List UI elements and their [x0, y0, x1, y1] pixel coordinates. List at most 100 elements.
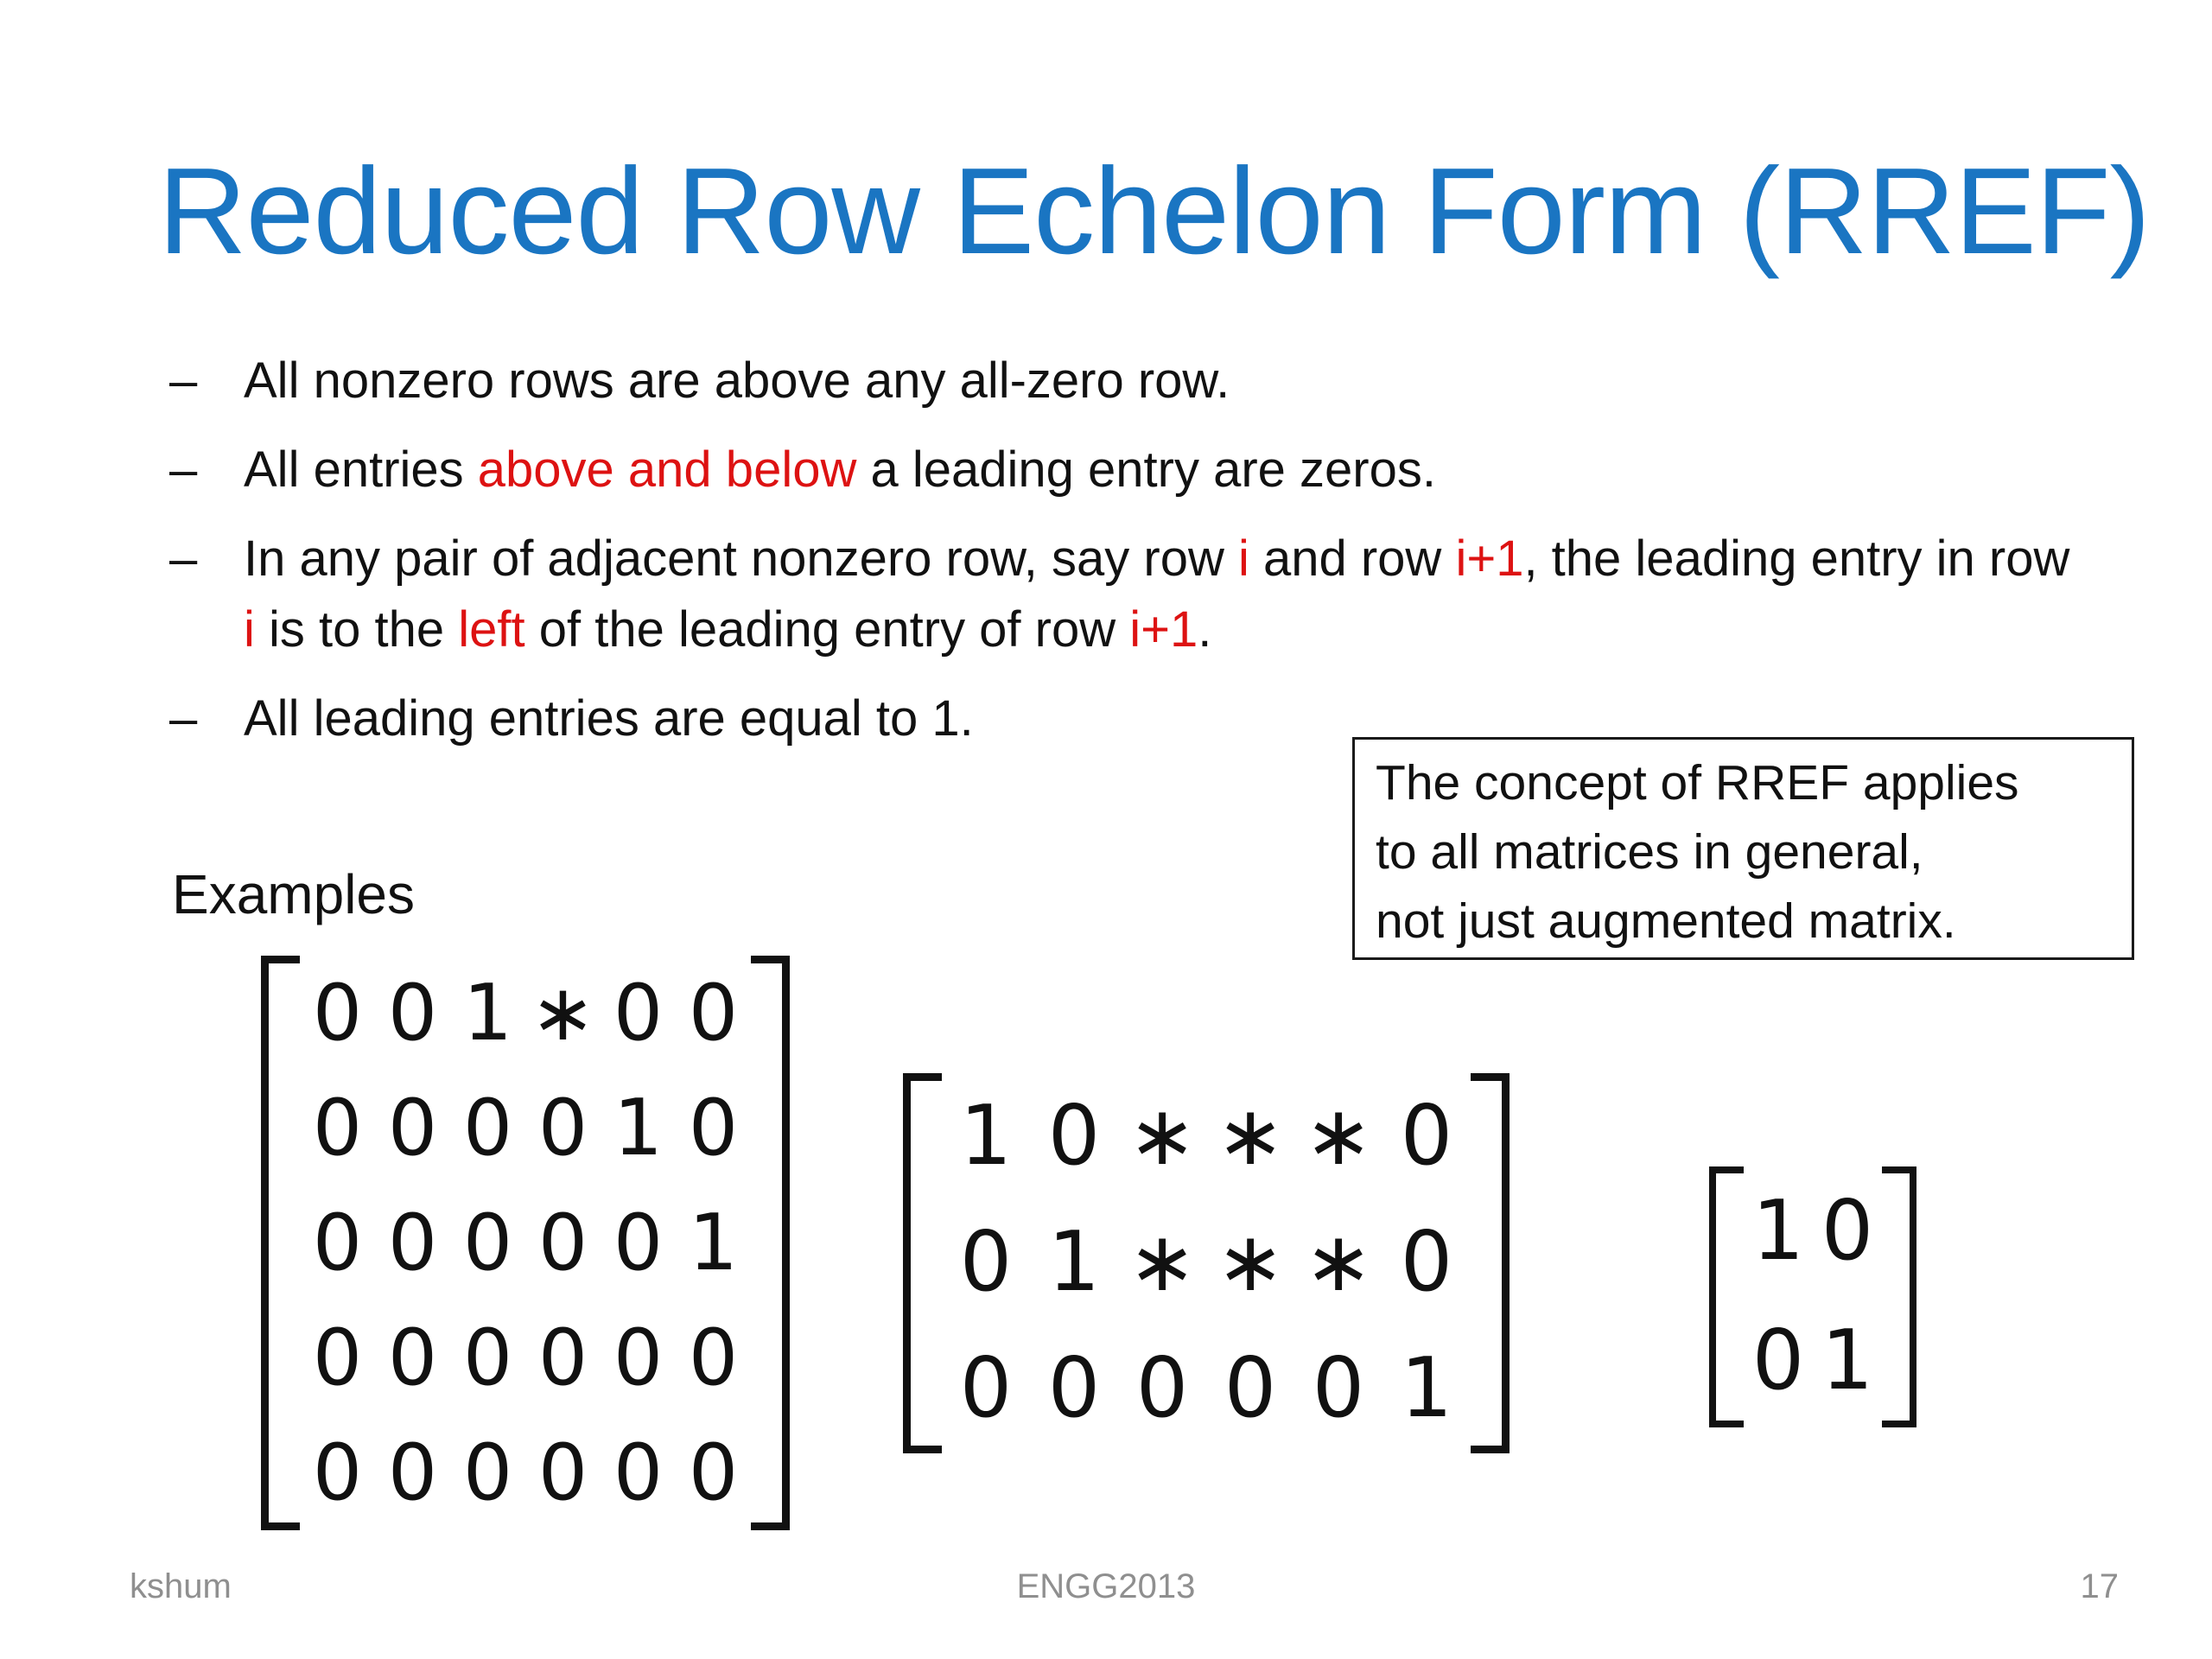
bullet-segment: i	[244, 601, 255, 658]
matrix-right-bracket	[751, 956, 790, 1530]
bullet-segment: is to the	[254, 601, 459, 658]
matrix-cell: 0	[462, 1427, 513, 1518]
bullet-segment: left	[458, 601, 525, 658]
bullet-segment: All entries	[244, 442, 478, 498]
matrix-cell: 0	[1751, 1313, 1805, 1408]
matrix-cell: 0	[537, 1083, 588, 1173]
bullet-segment: of the leading entry of row	[524, 601, 1130, 658]
matrix-cell: 0	[1821, 1184, 1874, 1279]
matrix-cell: ∗	[530, 968, 596, 1058]
bullet-item: –In any pair of adjacent nonzero row, sa…	[169, 524, 2079, 665]
bullet-segment: , the leading entry in row	[1523, 531, 2070, 587]
bullet-segment: above and below	[477, 442, 857, 498]
bullet-list: –All nonzero rows are above any all-zero…	[169, 346, 2079, 772]
matrix-cell: 0	[312, 1198, 363, 1288]
matrix-cell: 0	[537, 1198, 588, 1288]
matrix-cell: 1	[959, 1089, 1013, 1184]
bullet-text: All nonzero rows are above any all-zero …	[244, 346, 2075, 416]
bullet-segment: i	[1237, 531, 1249, 587]
bullet-item: –All leading entries are equal to 1.	[169, 683, 2079, 754]
matrix-right-bracket	[1882, 1166, 1916, 1427]
matrix-cell: 0	[688, 1427, 739, 1518]
bullet-text: All entries above and below a leading en…	[244, 435, 2075, 505]
matrix-cell: 0	[613, 1198, 664, 1288]
slide-title: Reduced Row Echelon Form (RREF)	[158, 143, 2151, 280]
matrix-cell: 0	[959, 1215, 1013, 1310]
bullet-segment: a leading entry are zeros.	[856, 442, 1436, 498]
matrix-cell: 0	[312, 1427, 363, 1518]
matrix-cell: 0	[387, 1198, 438, 1288]
matrix-cell: ∗	[1128, 1089, 1197, 1184]
matrix-cell: 1	[462, 968, 513, 1058]
bullet-segment: All nonzero rows are above any all-zero …	[244, 353, 1230, 409]
matrix-cell: 0	[1400, 1215, 1453, 1310]
matrix-cell: 0	[462, 1083, 513, 1173]
matrix-left-bracket	[1709, 1166, 1744, 1427]
matrix-cell: 0	[1224, 1341, 1277, 1436]
bullet-dash: –	[169, 690, 198, 747]
examples-label: Examples	[172, 863, 415, 925]
matrix-cell: 0	[688, 968, 739, 1058]
bullet-dash: –	[169, 531, 198, 587]
footer-course-code: ENGG2013	[1016, 1567, 1196, 1605]
matrix-cell: 1	[1751, 1184, 1805, 1279]
matrix-cell: 0	[959, 1341, 1013, 1436]
matrix-cell: 0	[613, 1313, 664, 1403]
note-line: not just augmented matrix.	[1376, 893, 1956, 949]
matrix-cell: 1	[1821, 1313, 1874, 1408]
bullet-text: All leading entries are equal to 1.	[244, 683, 2075, 754]
footer-author: kshum	[130, 1567, 232, 1605]
bullet-dash: –	[169, 353, 198, 409]
matrix-cell: 0	[387, 968, 438, 1058]
matrix-cell: 0	[312, 1083, 363, 1173]
matrix-cell: 0	[387, 1313, 438, 1403]
matrix-cell: 1	[1400, 1341, 1453, 1436]
matrix-left-bracket	[903, 1073, 942, 1453]
matrix-left-bracket	[261, 956, 300, 1530]
bullet-segment: i+1	[1129, 601, 1198, 658]
bullet-segment: .	[1198, 601, 1212, 658]
bullet-text: In any pair of adjacent nonzero row, say…	[244, 524, 2075, 665]
matrix-cell: 1	[613, 1083, 664, 1173]
matrix-cell: ∗	[1304, 1215, 1373, 1310]
matrix-cell: ∗	[1216, 1215, 1285, 1310]
matrix-cell: ∗	[1216, 1089, 1285, 1184]
matrix-cell: 0	[1047, 1341, 1101, 1436]
matrix-cell: 0	[387, 1427, 438, 1518]
matrix-cell: 0	[387, 1083, 438, 1173]
bullet-dash: –	[169, 442, 198, 498]
matrix-cell: 0	[688, 1083, 739, 1173]
bullet-item: –All nonzero rows are above any all-zero…	[169, 346, 2079, 416]
bullet-segment: and row	[1249, 531, 1456, 587]
matrix-cell: ∗	[1304, 1089, 1373, 1184]
matrix-cell: 0	[1135, 1341, 1189, 1436]
note-line: The concept of RREF applies	[1376, 755, 2019, 810]
matrix-cell: 0	[1312, 1341, 1365, 1436]
matrix-cell: 0	[688, 1313, 739, 1403]
footer: kshum ENGG2013 17	[0, 1567, 2212, 1611]
matrix-cell: 0	[1047, 1089, 1101, 1184]
bullet-segment: All leading entries are equal to 1.	[244, 690, 974, 747]
matrix-cell: 0	[312, 1313, 363, 1403]
matrix-cell: ∗	[1128, 1215, 1197, 1310]
matrix-cell: 1	[688, 1198, 739, 1288]
footer-page-number: 17	[2080, 1567, 2120, 1605]
matrix-cell: 0	[312, 968, 363, 1058]
matrix-right-bracket	[1471, 1073, 1510, 1453]
matrix-cell: 0	[1400, 1089, 1453, 1184]
note-line: to all matrices in general,	[1376, 824, 1923, 880]
matrix-cell: 0	[613, 968, 664, 1058]
matrix-cell: 0	[537, 1313, 588, 1403]
matrix-cell: 0	[537, 1427, 588, 1518]
matrix-cell: 0	[613, 1427, 664, 1518]
matrix-cell: 0	[462, 1198, 513, 1288]
matrix-cell: 1	[1047, 1215, 1101, 1310]
note-box: The concept of RREF applies to all matri…	[1352, 737, 2134, 960]
